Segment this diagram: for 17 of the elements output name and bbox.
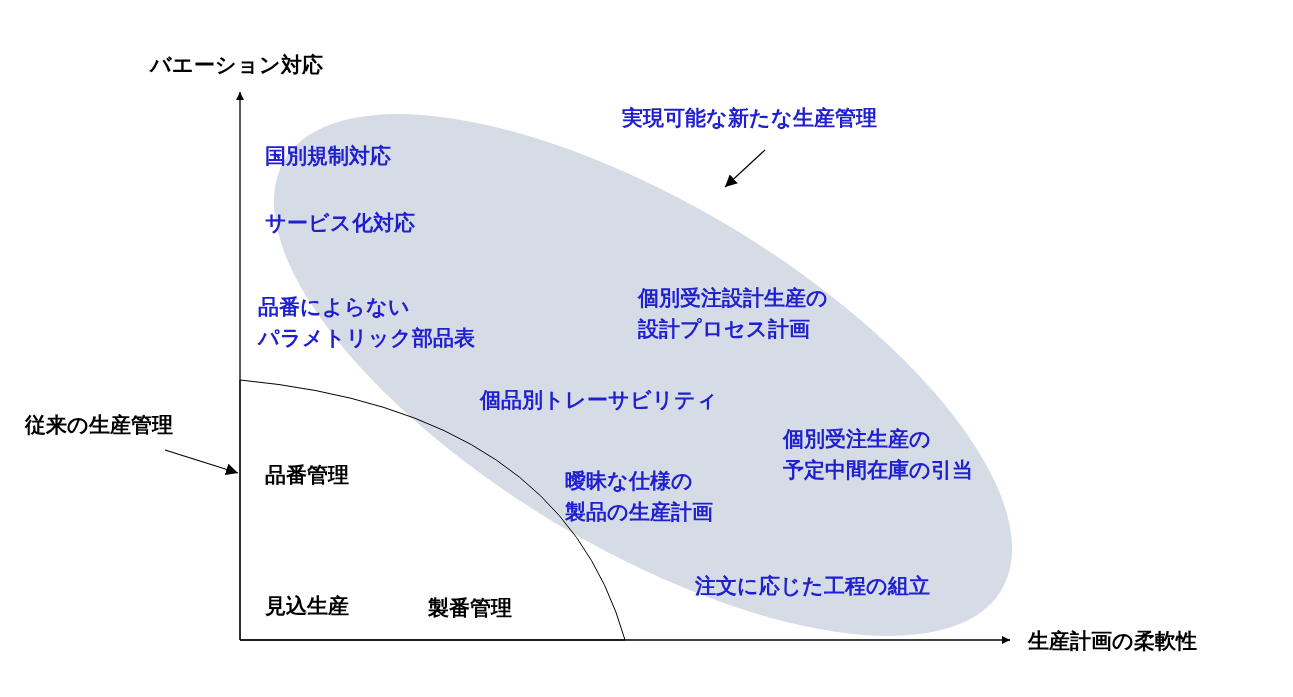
- arrow: [724, 149, 766, 188]
- axis-label: バエーション対応: [150, 52, 323, 79]
- category-label: 注文に応じた工程の組立: [695, 573, 930, 600]
- callout-text: 従来の生産管理: [25, 410, 173, 441]
- category-label: 品番管理: [265, 462, 349, 489]
- axis-label: 生産計画の柔軟性: [1028, 628, 1197, 655]
- category-label: 個別受注設計生産の設計プロセス計画: [638, 285, 828, 343]
- category-label: 品番によらないパラメトリック部品表: [258, 294, 475, 352]
- category-label: 製番管理: [428, 595, 512, 622]
- category-label: 見込生産: [265, 593, 349, 620]
- category-label: 個別受注生産の予定中間在庫の引当: [783, 426, 973, 484]
- category-label: 個品別トレーサビリティ: [480, 387, 718, 414]
- category-label: サービス化対応: [265, 210, 415, 237]
- callout-text: 実現可能な新たな生産管理: [622, 103, 877, 134]
- category-label: 曖昧な仕様の製品の生産計画: [565, 468, 713, 526]
- arrow: [164, 449, 239, 476]
- category-label: 国別規制対応: [265, 143, 391, 170]
